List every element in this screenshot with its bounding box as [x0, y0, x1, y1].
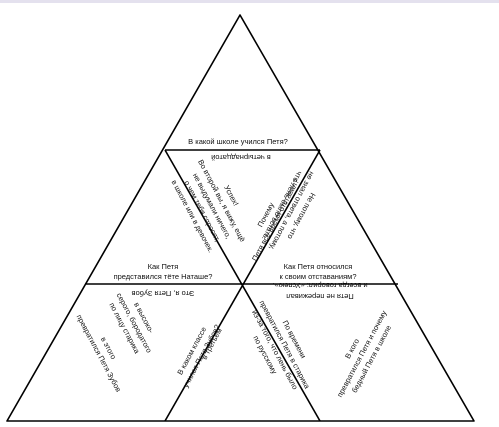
middle-right-question-1: Как Петя относился: [284, 262, 353, 271]
top-answer: в четырнадцатой: [211, 153, 271, 162]
middle-left-question-1: Как Петя: [148, 262, 179, 271]
upper-left-answer: Успех! Во второй вы, я вижу, ещё не выду…: [170, 158, 248, 254]
bottom-far-right-answer: В кого превратился Петя и почему бедный …: [335, 309, 393, 399]
svg-text:Петя не переживал: Петя не переживал: [286, 292, 353, 301]
bottom-center-right-answer: По времени превратился Петя в старика из…: [250, 299, 312, 391]
middle-left-answer: Это я, Петя Зубов: [132, 289, 195, 298]
diag-right: [164, 149, 321, 422]
top-strip: [0, 0, 499, 3]
middle-right-answer: Петя не переживал и всегда говорил: «Усп…: [272, 281, 367, 301]
top-question: В какой школе учился Петя?: [188, 137, 288, 146]
svg-text:и всегда говорил: «Успею».: и всегда говорил: «Успею».: [272, 281, 367, 290]
middle-left-question-2: представился тёте Наташе?: [114, 272, 213, 281]
middle-right-question-2: к своим отставаниям?: [279, 272, 356, 281]
outer-triangle: [6, 14, 475, 422]
